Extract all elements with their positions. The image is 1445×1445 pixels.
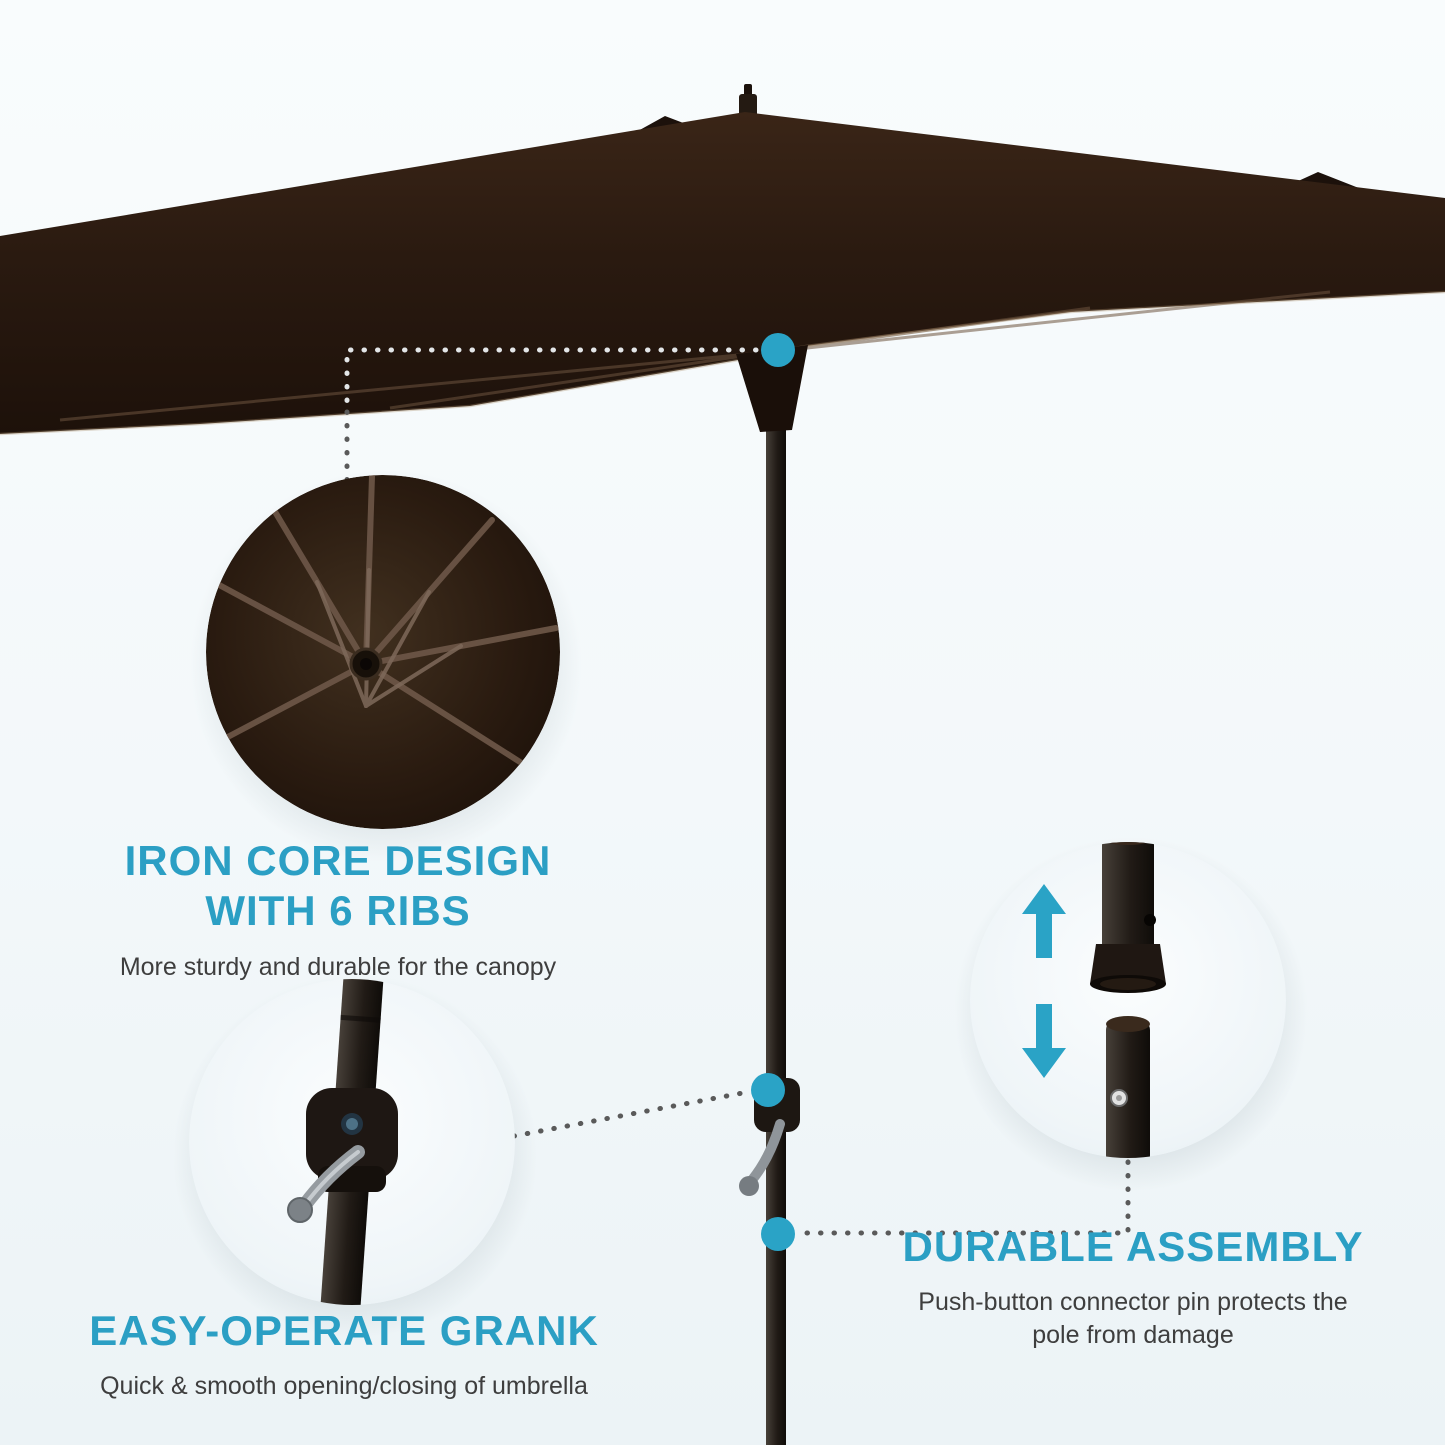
umbrella-canopy (0, 112, 1445, 434)
pole-lower-segment (1106, 1016, 1150, 1158)
umbrella (0, 84, 1445, 1445)
assembly-title: DURABLE ASSEMBLY (902, 1223, 1364, 1270)
crank-handle-small (747, 1119, 785, 1185)
canopy-hub-fold (736, 345, 808, 432)
inset-assembly (954, 837, 1308, 1191)
inset-strut-lines (315, 568, 463, 708)
connector-hole (1144, 914, 1156, 926)
callout-iron-core: IRON CORE DESIGN WITH 6 RIBS More sturdy… (58, 836, 618, 984)
pole-upper-segment (1090, 842, 1166, 993)
umbrella-pole (766, 346, 786, 1445)
leader-lines (344, 347, 1131, 1236)
callout-assembly: DURABLE ASSEMBLY Push-button connector p… (898, 1222, 1368, 1352)
iron-core-title-line1: IRON CORE DESIGN (124, 837, 552, 884)
arrow-down-icon (1022, 1004, 1066, 1078)
crank-subtitle: Quick & smooth opening/closing of umbrel… (100, 1372, 588, 1401)
arrow-up-icon (1022, 884, 1066, 958)
assembly-subtitle: Push-button connector pin protects the p… (918, 1288, 1348, 1350)
callout-crank: EASY-OPERATE GRANK Quick & smooth openin… (36, 1306, 652, 1403)
hub-callout-dot (761, 333, 795, 367)
iron-core-title-line2: WITH 6 RIBS (205, 887, 471, 935)
iron-core-title: IRON CORE DESIGN WITH 6 RIBS (58, 836, 618, 937)
inset-iron-core (190, 470, 582, 862)
inset-crank (173, 974, 537, 1338)
connector-callout-dot (761, 1217, 795, 1251)
crank-title: EASY-OPERATE GRANK (89, 1307, 599, 1354)
crank-callout-dot (751, 1073, 785, 1107)
crank-knob-small (739, 1176, 759, 1196)
leader-line-iron-core-on-canopy (344, 347, 759, 415)
iron-core-subtitle: More sturdy and durable for the canopy (119, 952, 557, 981)
canopy-rib-lines (59, 290, 1331, 422)
crank-knob (287, 1197, 313, 1223)
leader-line-crank (511, 1089, 751, 1139)
